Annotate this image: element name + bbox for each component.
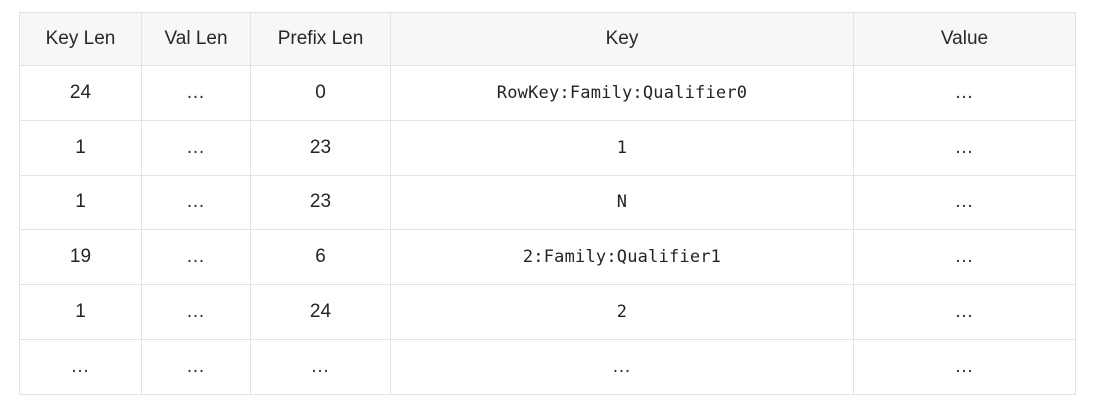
table-header-row: Key Len Val Len Prefix Len Key Value: [19, 12, 1076, 66]
cell-prefix-len: 0: [250, 65, 391, 121]
cell-val-len: …: [141, 338, 251, 395]
cell-value: …: [853, 284, 1076, 340]
cell-key: …: [390, 338, 854, 395]
table-header: Key Len Val Len Prefix Len Key Value: [19, 12, 1076, 66]
cell-val-len: …: [141, 229, 251, 286]
column-header-prefix-len: Prefix Len: [250, 12, 391, 66]
cell-key-len: 1: [19, 174, 142, 231]
cell-val-len: …: [141, 119, 251, 176]
cell-key: 2:Family:Qualifier1: [390, 229, 854, 286]
table-row: 24 … 0 RowKey:Family:Qualifier0 …: [19, 65, 1076, 121]
cell-key: 2: [390, 284, 854, 340]
cell-key-len: 1: [19, 284, 142, 340]
cell-key-len: 24: [19, 65, 142, 121]
cell-key: 1: [390, 119, 854, 176]
cell-val-len: …: [141, 174, 251, 231]
cell-value: …: [853, 119, 1076, 176]
keyvalue-table: Key Len Val Len Prefix Len Key Value 24 …: [19, 12, 1076, 395]
cell-val-len: …: [141, 65, 251, 121]
cell-prefix-len: 24: [250, 284, 391, 340]
cell-value: …: [853, 229, 1076, 286]
cell-val-len: …: [141, 284, 251, 340]
table-container: Key Len Val Len Prefix Len Key Value 24 …: [19, 12, 1076, 395]
cell-key-len: …: [19, 338, 142, 395]
cell-value: …: [853, 174, 1076, 231]
cell-key: N: [390, 174, 854, 231]
table-body: 24 … 0 RowKey:Family:Qualifier0 … 1 … 23…: [19, 65, 1076, 395]
column-header-val-len: Val Len: [141, 12, 251, 66]
column-header-key-len: Key Len: [19, 12, 142, 66]
table-row: 1 … 23 1 …: [19, 119, 1076, 176]
cell-prefix-len: 6: [250, 229, 391, 286]
cell-value: …: [853, 65, 1076, 121]
cell-value: …: [853, 338, 1076, 395]
cell-key-len: 1: [19, 119, 142, 176]
table-row: 19 … 6 2:Family:Qualifier1 …: [19, 229, 1076, 286]
table-row: 1 … 23 N …: [19, 174, 1076, 231]
column-header-value: Value: [853, 12, 1076, 66]
cell-prefix-len: 23: [250, 174, 391, 231]
table-row: 1 … 24 2 …: [19, 284, 1076, 340]
cell-key: RowKey:Family:Qualifier0: [390, 65, 854, 121]
cell-prefix-len: …: [250, 338, 391, 395]
cell-prefix-len: 23: [250, 119, 391, 176]
table-row: … … … … …: [19, 338, 1076, 395]
column-header-key: Key: [390, 12, 854, 66]
cell-key-len: 19: [19, 229, 142, 286]
